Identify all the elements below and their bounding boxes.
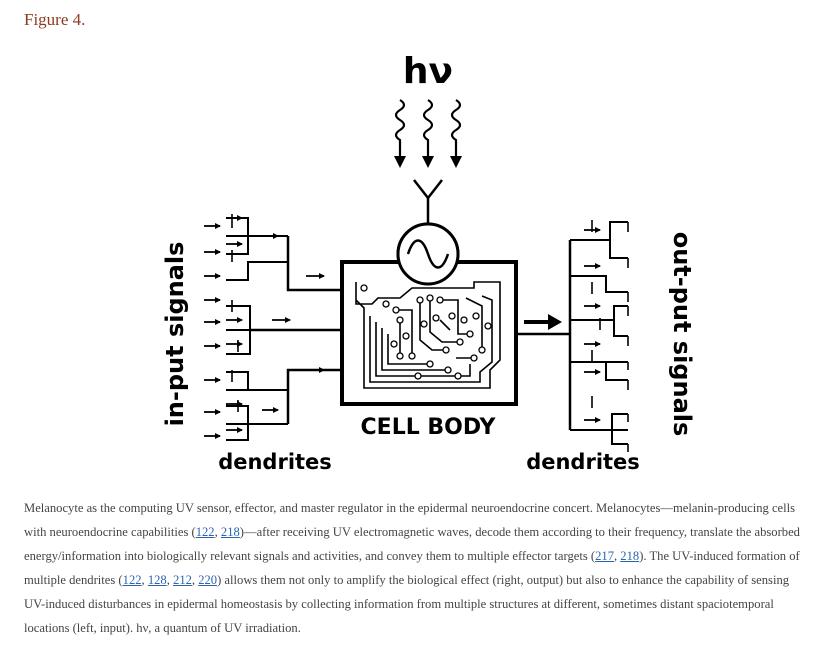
caption-text: , (191, 573, 199, 587)
reference-link[interactable]: 220 (198, 573, 218, 587)
caption-text: ) allows them not only to amplify the bi… (24, 573, 790, 635)
output-branches (570, 221, 628, 445)
input-ticks (231, 214, 239, 412)
caption-text: , (166, 573, 174, 587)
right-dendrites-label: dendrites (526, 450, 640, 474)
output-dendrites (516, 240, 572, 430)
reference-link[interactable]: 122 (195, 525, 215, 539)
reference-link[interactable]: 217 (595, 549, 614, 563)
melanocyte-diagram: hν (161, 51, 696, 474)
caption-text: , (141, 573, 148, 587)
reference-link[interactable]: 128 (147, 573, 167, 587)
uv-arrowheads (394, 156, 462, 168)
input-dendrites (250, 236, 342, 424)
reference-link[interactable]: 212 (173, 573, 192, 587)
circuit-nodes (360, 284, 492, 380)
antenna (413, 179, 443, 224)
uv-wave-arrows (394, 99, 462, 158)
reference-link[interactable]: 218 (220, 525, 240, 539)
caption-text: , (614, 549, 621, 563)
input-arrows (204, 215, 325, 439)
caption-text: ). The UV-induced formation of multiple … (24, 549, 800, 587)
photon-label: hν (403, 51, 453, 92)
circuit-board-icon (355, 281, 501, 389)
left-dendrites-label: dendrites (218, 450, 332, 474)
input-signals-label: in-put signals (161, 242, 189, 427)
figure-caption: Melanocyte as the computing UV sensor, e… (24, 496, 810, 640)
figure-label: Figure 4. (24, 10, 86, 29)
cell-body-label: CELL BODY (361, 415, 497, 440)
caption-text: Melanocyte as the computing UV sensor, e… (24, 501, 796, 539)
caption-text: )—after receiving UV electromagnetic wav… (24, 525, 800, 563)
output-arrows (584, 227, 601, 423)
caption-text: , (214, 525, 221, 539)
output-signals-label: out-put signals (668, 232, 696, 437)
output-ticks (591, 220, 629, 452)
cell-body-box (340, 260, 518, 406)
reference-link[interactable]: 218 (620, 549, 640, 563)
reference-link[interactable]: 122 (122, 573, 142, 587)
